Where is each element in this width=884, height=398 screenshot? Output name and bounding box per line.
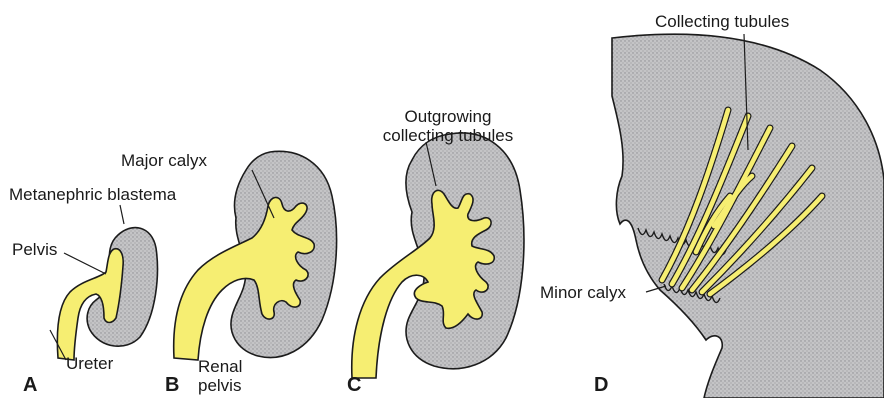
label-major-calyx: Major calyx [121, 151, 207, 170]
label-metanephric-blastema: Metanephric blastema [9, 185, 176, 204]
label-pelvis: Pelvis [12, 240, 57, 259]
panel-letter-d: D [594, 374, 608, 397]
label-collecting-tubules: Collecting tubules [655, 12, 789, 31]
label-renal-pelvis-line2: pelvis [198, 376, 241, 395]
label-outgrowing-line2: collecting tubules [374, 126, 522, 145]
panel-c-kidney [352, 133, 524, 378]
panel-letter-b: B [165, 374, 179, 397]
label-minor-calyx: Minor calyx [540, 283, 626, 302]
panel-d-kidney-section [612, 34, 884, 398]
panel-letter-c: C [347, 374, 361, 397]
panel-letter-a: A [23, 374, 37, 397]
panel-b-kidney [174, 151, 337, 360]
label-renal-pelvis-line1: Renal [198, 357, 242, 376]
panel-a-pelvis-leader [64, 253, 106, 274]
panel-a-blastema-leader [120, 205, 124, 224]
label-outgrowing-line1: Outgrowing [388, 107, 508, 126]
panel-a-kidney [50, 205, 157, 360]
label-ureter: Ureter [66, 354, 113, 373]
